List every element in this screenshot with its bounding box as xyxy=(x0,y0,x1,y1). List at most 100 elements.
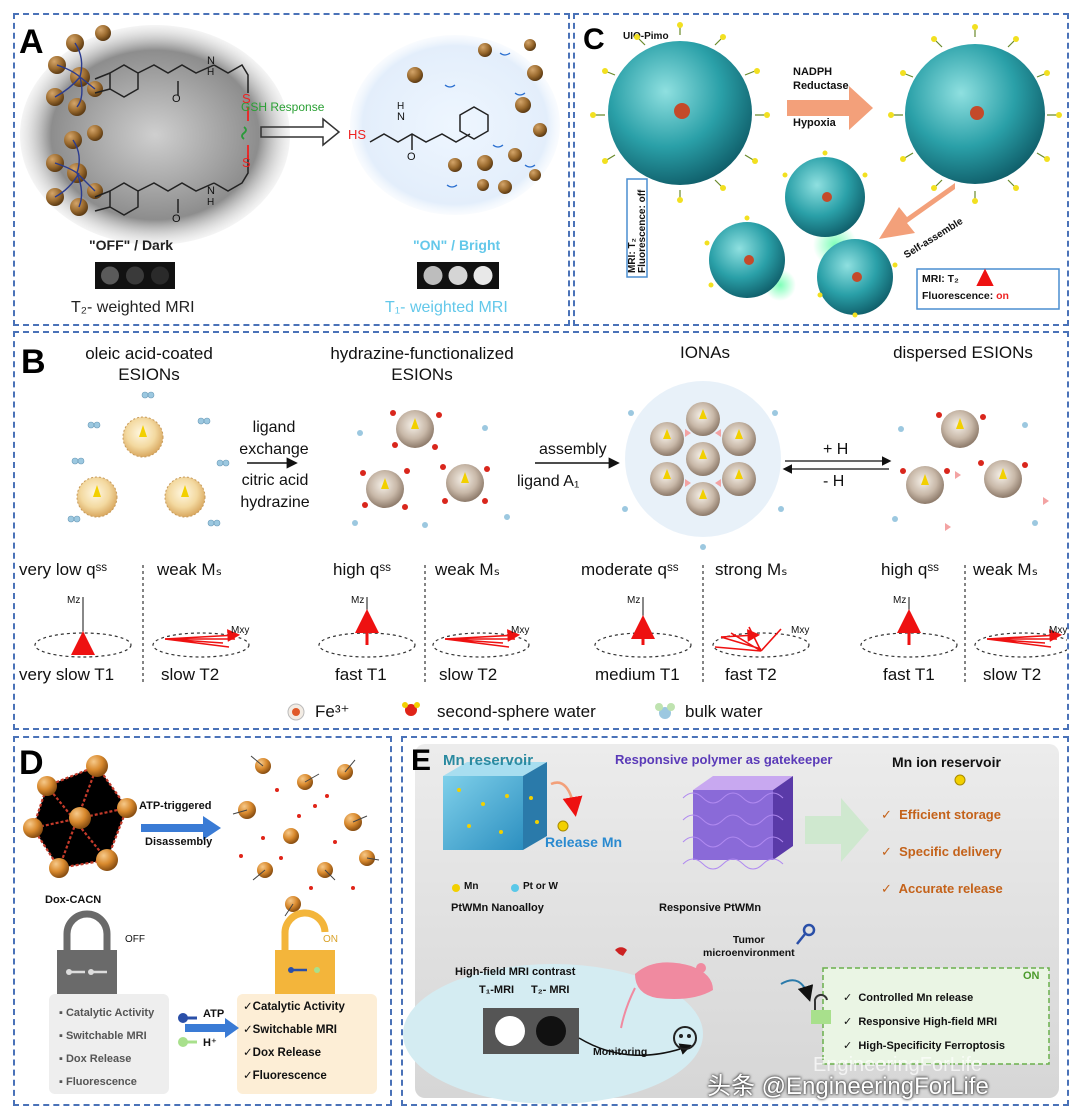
legend-fe3: Fe³⁺ xyxy=(315,702,350,721)
mxy-label-4: Mxy xyxy=(1049,625,1068,636)
mz-label-1: Mz xyxy=(67,595,81,606)
hydrogen-label-3: H xyxy=(397,101,405,112)
state-title-2: hydrazine-functionalized ESIONs xyxy=(330,344,514,384)
legend-second-sphere-water: second-sphere water xyxy=(437,702,596,721)
release-mn-label: Release Mn xyxy=(545,834,623,850)
mz-label-3: Mz xyxy=(627,595,641,606)
panel-label-b: B xyxy=(21,343,46,381)
panel-a: A xyxy=(13,13,570,326)
nitrogen-label-1: N xyxy=(207,55,215,67)
mn-ion-reservoir-title: Mn ion reservoir xyxy=(892,754,1001,770)
legend-mn: Mn xyxy=(464,881,479,892)
minus-h-label: - H xyxy=(823,473,845,490)
panel-label-c: C xyxy=(583,23,605,56)
feature-item: ✓ Accurate release xyxy=(881,881,1003,896)
t1-mri-label: T₁-MRI xyxy=(479,984,515,996)
panel-label-e: E xyxy=(411,744,432,777)
nitrogen-label-3: N xyxy=(397,111,405,123)
t2-label-1: slow T2 xyxy=(161,665,220,684)
gatekeeper-title: Responsive polymer as gatekeeper xyxy=(615,752,833,767)
lock-on-label: ON xyxy=(323,934,338,945)
lock-off-label: OFF xyxy=(125,934,145,945)
q-label-1: very low qˢˢ xyxy=(19,560,108,579)
t1-label-3: medium T1 xyxy=(595,665,680,684)
off-feature-item: ▪ Switchable MRI xyxy=(59,1030,147,1042)
hydrogen-label-2: H xyxy=(207,197,215,208)
t2-label-2: slow T2 xyxy=(439,665,498,684)
on-state-item: ✓ High-Specificity Ferroptosis xyxy=(843,1040,1006,1052)
on-feature-item: ✓Switchable MRI xyxy=(243,1024,337,1036)
off-feature-item: ▪ Dox Release xyxy=(59,1053,132,1065)
t2-label-3: fast T2 xyxy=(725,665,777,684)
thiol-label: HS xyxy=(348,127,367,142)
t1-label-1: very slow T1 xyxy=(19,665,115,684)
oxygen-label-2: O xyxy=(172,213,181,225)
status-on-fluorescence: Fluorescence: on xyxy=(922,290,1009,302)
m-label-3: strong Mₛ xyxy=(715,560,788,579)
off-feature-item: ▪ Fluorescence xyxy=(59,1076,137,1088)
t1-label-2: fast T1 xyxy=(335,665,387,684)
panel-c-drawing xyxy=(590,22,1062,318)
panel-d-drawing xyxy=(23,755,380,1094)
m-label-2: weak Mₛ xyxy=(435,560,500,579)
mxy-label-2: Mxy xyxy=(511,625,530,636)
off-feature-list: ▪ Catalytic Activity ▪ Switchable MRI ▪ … xyxy=(59,1002,154,1094)
panel-b: B oleic acid-coated ESIONs hydrazine-fun… xyxy=(13,331,1069,730)
on-state-item: ✓ Responsive High-field MRI xyxy=(843,1016,998,1028)
plus-h-label: + H xyxy=(823,441,849,458)
state-title-3: IONAs xyxy=(679,343,731,362)
on-state-label: ON xyxy=(1023,970,1040,982)
m-label-4: weak Mₛ xyxy=(973,560,1038,579)
dox-cacn-label: Dox-CACN xyxy=(45,894,102,906)
panel-e-drawing xyxy=(403,744,1059,1104)
legend-pt-w: Pt or W xyxy=(523,881,558,892)
watermark-faint: EngineeringForLife xyxy=(813,1054,982,1076)
q-label-4: high qˢˢ xyxy=(881,560,939,579)
t2-weighted-mri-label: T₂- weighted MRI xyxy=(71,299,195,316)
sulfur-label-2: S xyxy=(242,155,251,170)
off-feature-item: ▪ Catalytic Activity xyxy=(59,1007,155,1019)
on-feature-list: ✓Catalytic Activity ✓Switchable MRI ✓Dox… xyxy=(243,996,345,1088)
gsh-response-label: GSH Response xyxy=(241,100,325,114)
mri-contrast-title: High-field MRI contrast xyxy=(455,966,576,978)
state-title-4: dispersed ESIONs xyxy=(893,343,1033,362)
oxygen-label-1: O xyxy=(172,93,181,105)
on-feature-item: ✓Fluorescence xyxy=(243,1070,327,1082)
mz-label-4: Mz xyxy=(893,595,907,606)
panel-b-drawing xyxy=(34,381,1067,721)
q-label-3: moderate qˢˢ xyxy=(581,560,679,579)
assembly-label: assembly xyxy=(539,441,607,458)
on-feature-item: ✓Dox Release xyxy=(243,1047,322,1059)
panel-a-drawing xyxy=(20,25,560,289)
on-state-list: ✓ Controlled Mn release ✓ Responsive Hig… xyxy=(843,986,1005,1058)
t2-label-4: slow T2 xyxy=(983,665,1042,684)
t1-label-4: fast T1 xyxy=(883,665,935,684)
panel-label-a: A xyxy=(19,23,44,61)
responsive-ptwmn-label: Responsive PtWMn xyxy=(659,902,762,914)
q-label-2: high qˢˢ xyxy=(333,560,391,579)
disassembly-label: Disassembly xyxy=(145,836,213,848)
oxygen-label-3: O xyxy=(407,151,416,163)
hydrogen-label-1: H xyxy=(207,67,215,78)
monitoring-label: Monitoring xyxy=(593,1046,648,1058)
on-feature-item: ✓Catalytic Activity xyxy=(243,1001,345,1013)
feature-list: ✓ Efficient storage ✓ Specific delivery … xyxy=(881,796,1003,907)
hplus-key-label: H⁺ xyxy=(203,1037,217,1049)
t2-mri-label: T₂- MRI xyxy=(531,984,570,996)
hypoxia-label: Hypoxia xyxy=(793,117,836,129)
uio-pimo-label: UIO-Pimo xyxy=(623,31,669,42)
status-on-mri: MRI: T₂ xyxy=(922,273,959,285)
state-title-1: oleic acid-coated ESIONs xyxy=(85,344,213,384)
panel-c: C UIO-Pimo xyxy=(573,13,1069,326)
atp-triggered-label: ATP-triggered xyxy=(139,800,212,812)
ligand-a1-label: ligand A₁ xyxy=(517,473,580,490)
mxy-label-3: Mxy xyxy=(791,625,810,636)
sulfur-label-1: S xyxy=(242,91,251,106)
atp-key-label: ATP xyxy=(203,1008,225,1020)
panel-label-d: D xyxy=(19,744,44,782)
mxy-label-1: Mxy xyxy=(231,625,250,636)
